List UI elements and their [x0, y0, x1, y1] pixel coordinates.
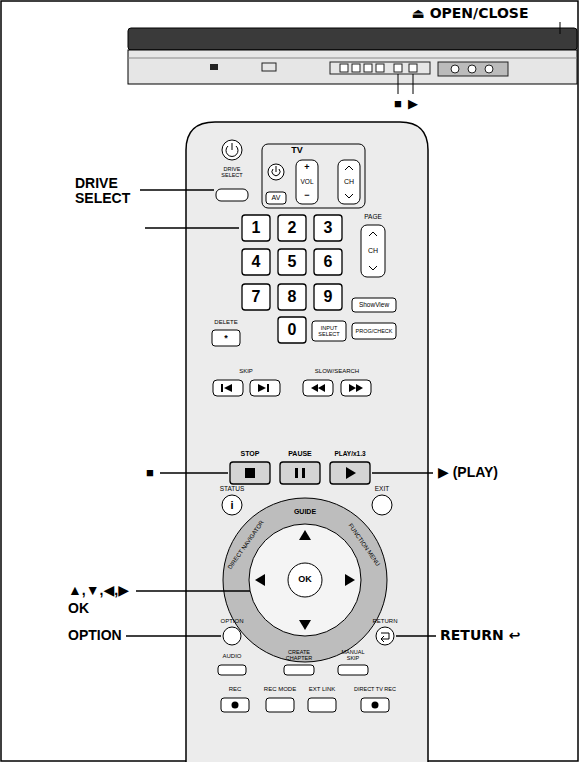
button-label: CH: [344, 178, 354, 186]
button-label: DIRECT TV REC: [354, 686, 396, 692]
part-callout: OPTION: [68, 628, 122, 643]
number-key: 0: [288, 321, 297, 339]
button-label: OK: [298, 575, 312, 585]
part-callout: ▶ (PLAY): [438, 465, 498, 480]
number-key: 3: [324, 219, 333, 237]
button-label: SKIP: [239, 368, 253, 375]
button-label: AV: [272, 194, 281, 202]
button-label: STATUS: [220, 485, 245, 492]
part-callout: DRIVE SELECT: [75, 176, 137, 207]
button-label: DRIVE SELECT: [217, 166, 247, 178]
number-key: 7: [252, 288, 261, 306]
number-key: 9: [324, 288, 333, 306]
part-callout: ■: [394, 97, 402, 111]
part-callout: ▶: [408, 97, 418, 111]
button-label: EXT LINK: [309, 686, 336, 693]
button-label: PAGE: [364, 213, 382, 220]
button-label: CREATE CHAPTER: [281, 649, 317, 661]
button-label: −: [304, 191, 309, 201]
button-label: VOL: [300, 178, 313, 185]
button-label: CH: [368, 247, 378, 255]
part-callout: RETURN ↩: [440, 628, 520, 643]
button-label: OPTION: [220, 618, 243, 625]
button-label: PROG/CHECK: [356, 328, 393, 334]
button-label: GUIDE: [294, 508, 316, 516]
button-label: PLAY/x1.3: [334, 450, 365, 457]
button-label: ShowView: [359, 301, 389, 308]
button-label: RETURN: [373, 618, 398, 625]
recorder-unit: [128, 22, 577, 94]
number-key: 4: [252, 253, 261, 271]
button-label: INPUT SELECT: [314, 325, 344, 337]
button-label: TV: [291, 146, 303, 156]
button-label: MANUAL SKIP: [335, 649, 371, 661]
part-callout: ■: [146, 466, 154, 480]
number-key: 5: [288, 253, 297, 271]
button-label: EXIT: [375, 485, 389, 492]
part-callout: OK: [68, 601, 89, 616]
button-label: REC: [229, 686, 242, 693]
button-label: STOP: [241, 450, 260, 458]
button-label: DELETE: [214, 319, 237, 326]
button-label: +: [304, 163, 309, 173]
remote-control: [186, 122, 428, 762]
button-label: SLOW/SEARCH: [315, 368, 359, 375]
number-key: 1: [252, 219, 261, 237]
leader-lines: [126, 190, 436, 636]
number-key: 6: [324, 253, 333, 271]
button-label: REC MODE: [264, 686, 296, 693]
part-callout: ▲,▼,◀,▶: [68, 583, 129, 598]
button-label: PAUSE: [288, 450, 312, 458]
button-label: AUDIO: [222, 653, 241, 660]
button-label: i: [230, 499, 233, 511]
number-key: 8: [288, 288, 297, 306]
part-callout: ⏏ OPEN/CLOSE: [412, 6, 529, 21]
button-label: *: [224, 334, 228, 344]
number-key: 2: [288, 219, 297, 237]
